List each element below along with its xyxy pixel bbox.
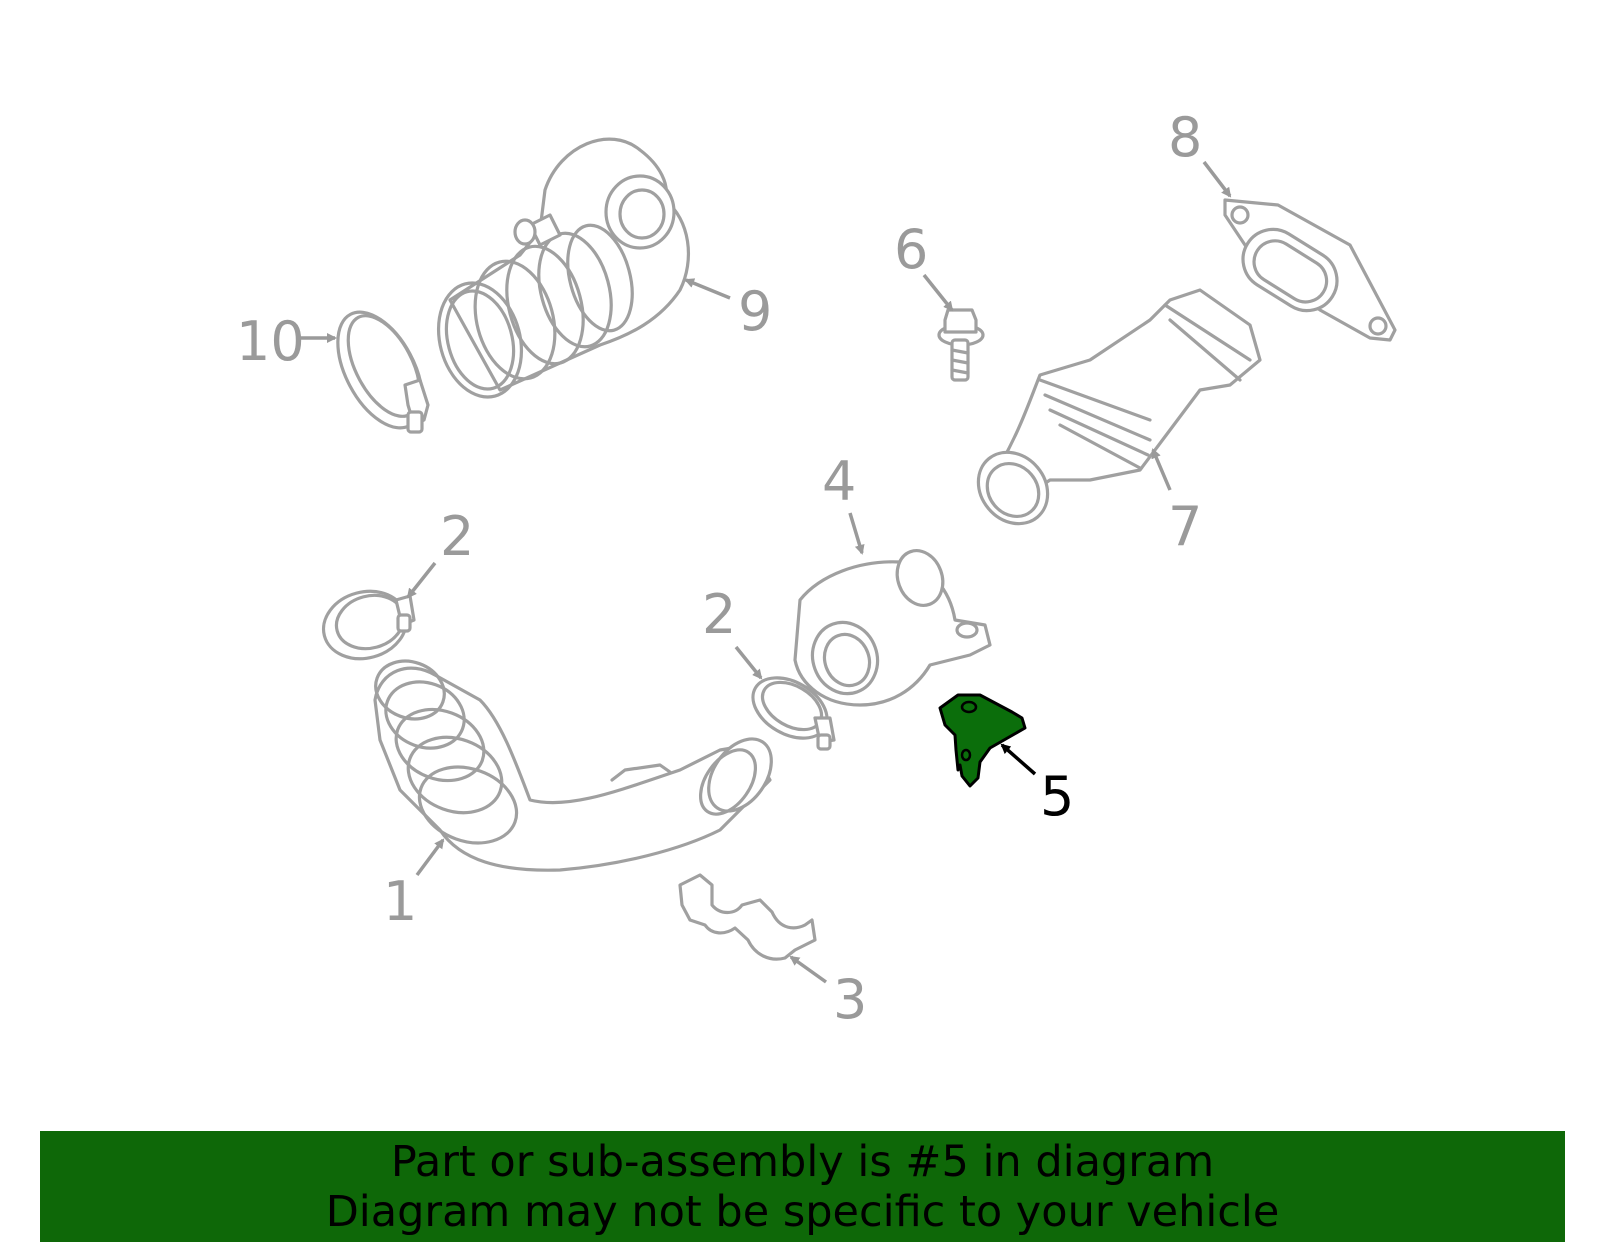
- part-3-bracket: [678, 873, 817, 961]
- leader-7: [1151, 448, 1172, 491]
- callout-7: 7: [1168, 495, 1202, 558]
- part-5-bracket-highlighted: [938, 693, 1027, 788]
- leader-2-lower: [734, 645, 763, 680]
- part-10-hose-clamp: [336, 310, 430, 434]
- callout-8: 8: [1168, 106, 1202, 169]
- part-2-clamp-lower: [751, 676, 836, 751]
- banner-line-1: Part or sub-assembly is #5 in diagram: [390, 1136, 1215, 1187]
- callout-9: 9: [738, 280, 772, 343]
- callout-1: 1: [383, 870, 417, 933]
- part-1-air-hose: [373, 659, 773, 872]
- leader-8: [1202, 160, 1232, 198]
- callout-10: 10: [236, 310, 305, 373]
- part-4-housing: [793, 549, 992, 707]
- part-2-clamp-upper: [321, 589, 416, 661]
- callout-3: 3: [833, 968, 867, 1031]
- part-7-intake-duct: [976, 288, 1262, 526]
- part-8-gasket: [1223, 198, 1397, 342]
- leader-5: [1000, 743, 1037, 776]
- banner-line-2: Diagram may not be specific to your vehi…: [325, 1186, 1280, 1237]
- leader-2-upper: [406, 561, 437, 599]
- leader-1: [415, 838, 445, 877]
- leader-4: [848, 512, 865, 555]
- callout-2-lower: 2: [702, 583, 736, 646]
- info-banner: Part or sub-assembly is #5 in diagram Di…: [40, 1131, 1565, 1242]
- leader-3: [789, 955, 828, 984]
- callout-2-upper: 2: [440, 505, 474, 568]
- callout-5: 5: [1040, 765, 1074, 828]
- part-6-bolt: [937, 308, 985, 382]
- part-9-intake-boot: [436, 137, 691, 399]
- callout-4: 4: [822, 450, 856, 513]
- leader-6: [922, 273, 954, 312]
- leader-9: [684, 278, 731, 300]
- leader-lines: [298, 160, 1232, 984]
- callout-6: 6: [894, 218, 928, 281]
